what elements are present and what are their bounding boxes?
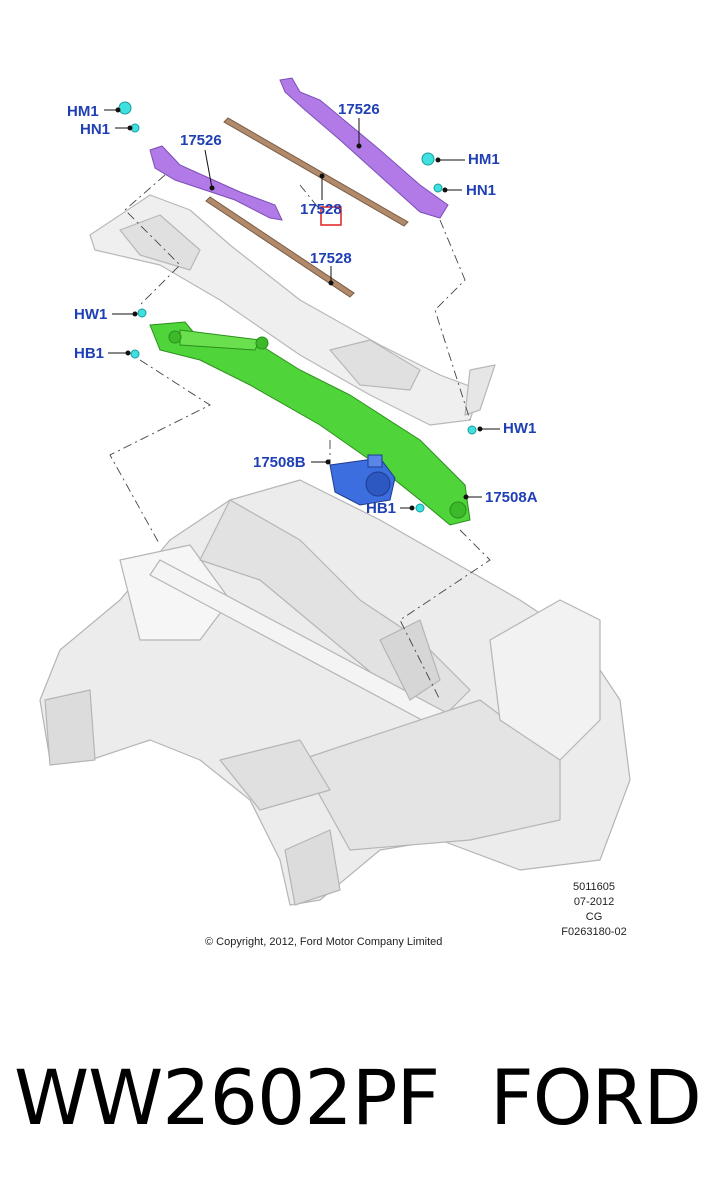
cowl-panel	[89, 194, 496, 426]
copyright-notice: © Copyright, 2012, Ford Motor Company Li…	[205, 936, 443, 948]
callout-hm1-right: HM1	[468, 151, 500, 168]
callout-wiper-motor: 17508B	[253, 454, 306, 471]
nut-hm1-left	[118, 101, 132, 115]
callout-leaders	[104, 107, 500, 511]
wiper-blades	[205, 117, 409, 298]
callout-hm1-left: HM1	[67, 103, 99, 120]
wiper-arms	[149, 77, 449, 221]
bolt-hb1-motor	[415, 503, 425, 513]
callout-wiper-arm-right: 17526	[338, 101, 380, 118]
callout-hb1-left: HB1	[74, 345, 105, 362]
callout-hn1-left: HN1	[80, 121, 111, 138]
callout-hw1-right: HW1	[503, 420, 537, 437]
washer-hw1-left	[137, 308, 147, 318]
part-number-caption: WW2602PF	[14, 1053, 440, 1142]
wiper-motor	[329, 454, 396, 506]
nut-hn1-right	[433, 183, 443, 193]
washer-hw1-right	[467, 425, 477, 435]
reference-line-4: F0263180-02	[561, 925, 627, 938]
reference-line-1: 5011605	[572, 881, 615, 893]
dashed-leader-lines	[109, 174, 491, 701]
callout-wiper-blade-lower: 17528	[310, 250, 352, 267]
callout-wiper-arm-left: 17526	[180, 132, 222, 149]
brand-caption: FORD	[490, 1053, 702, 1142]
exploded-parts-diagram	[39, 77, 631, 906]
vehicle-body-structure	[39, 479, 631, 906]
wiper-blade-lower	[205, 196, 355, 298]
reference-block: 5011605 07-2012 CG F0263180-02	[556, 880, 632, 939]
highlight-box	[320, 206, 342, 226]
callout-hb1-motor: HB1	[366, 500, 397, 517]
callout-hn1-right: HN1	[466, 182, 497, 199]
wiper-arm-left	[149, 145, 283, 221]
wiper-arm-right	[279, 77, 449, 219]
bolt-hb1-left	[130, 349, 140, 359]
nut-hm1-right	[421, 152, 435, 166]
reference-line-2: 07-2012	[573, 895, 615, 908]
reference-line-3: CG	[585, 910, 603, 923]
wiper-blade-upper	[223, 117, 409, 227]
callout-hw1-left: HW1	[74, 306, 108, 323]
callout-wiper-linkage: 17508A	[485, 489, 538, 506]
callout-wiper-blade-upper: 17528	[300, 201, 342, 218]
